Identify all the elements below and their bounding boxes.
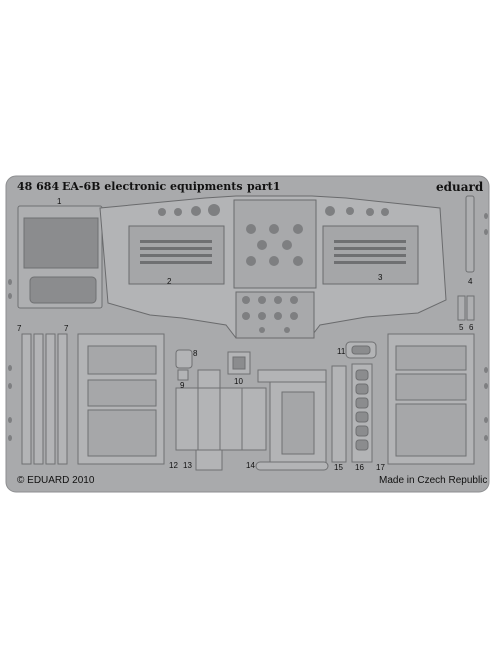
origin-text: Made in Czech Republic (379, 475, 488, 486)
brand-name: eduard (436, 180, 484, 194)
part-number: 4 (468, 277, 473, 286)
part-14-frame (255, 369, 329, 471)
part-4-strip (465, 195, 475, 273)
console-slats (140, 240, 406, 264)
part-number: 5 (459, 323, 464, 332)
part-number: 15 (334, 463, 343, 472)
part-17-panel (387, 333, 475, 465)
part-number: 11 (337, 347, 346, 356)
part-number: 7 (64, 324, 69, 333)
fret-part: part1 (247, 180, 281, 193)
part-number: 12 (169, 461, 178, 470)
part-13-box (175, 369, 267, 471)
fret-edge-drops (8, 213, 488, 441)
part-number: 9 (180, 381, 185, 390)
copyright-text: © EDUARD 2010 (17, 475, 95, 486)
part-16-stack (351, 363, 373, 463)
part-10 (227, 351, 251, 375)
part-number: 6 (469, 323, 474, 332)
part-number: 3 (378, 273, 383, 282)
part-number: 17 (376, 463, 385, 472)
fret-code: 48 684 (17, 180, 60, 193)
part-11 (345, 341, 377, 359)
fret-title: EA-6B electronic equipments (62, 180, 243, 193)
part-number: 14 (246, 461, 255, 470)
part-number: 1 (57, 197, 62, 206)
part-1-panel (17, 205, 103, 309)
part-15-strip (331, 365, 347, 463)
parts-8-9 (175, 349, 193, 381)
console-round-holes (158, 204, 389, 333)
part-number: 8 (193, 349, 198, 358)
part-number: 10 (234, 377, 243, 386)
part-12-panel (77, 333, 165, 465)
parts-5-6 (457, 295, 475, 321)
parts-7-strips (21, 333, 68, 465)
part-number: 13 (183, 461, 192, 470)
part-number: 16 (355, 463, 364, 472)
part-number: 2 (167, 277, 172, 286)
part-number: 7 (17, 324, 22, 333)
